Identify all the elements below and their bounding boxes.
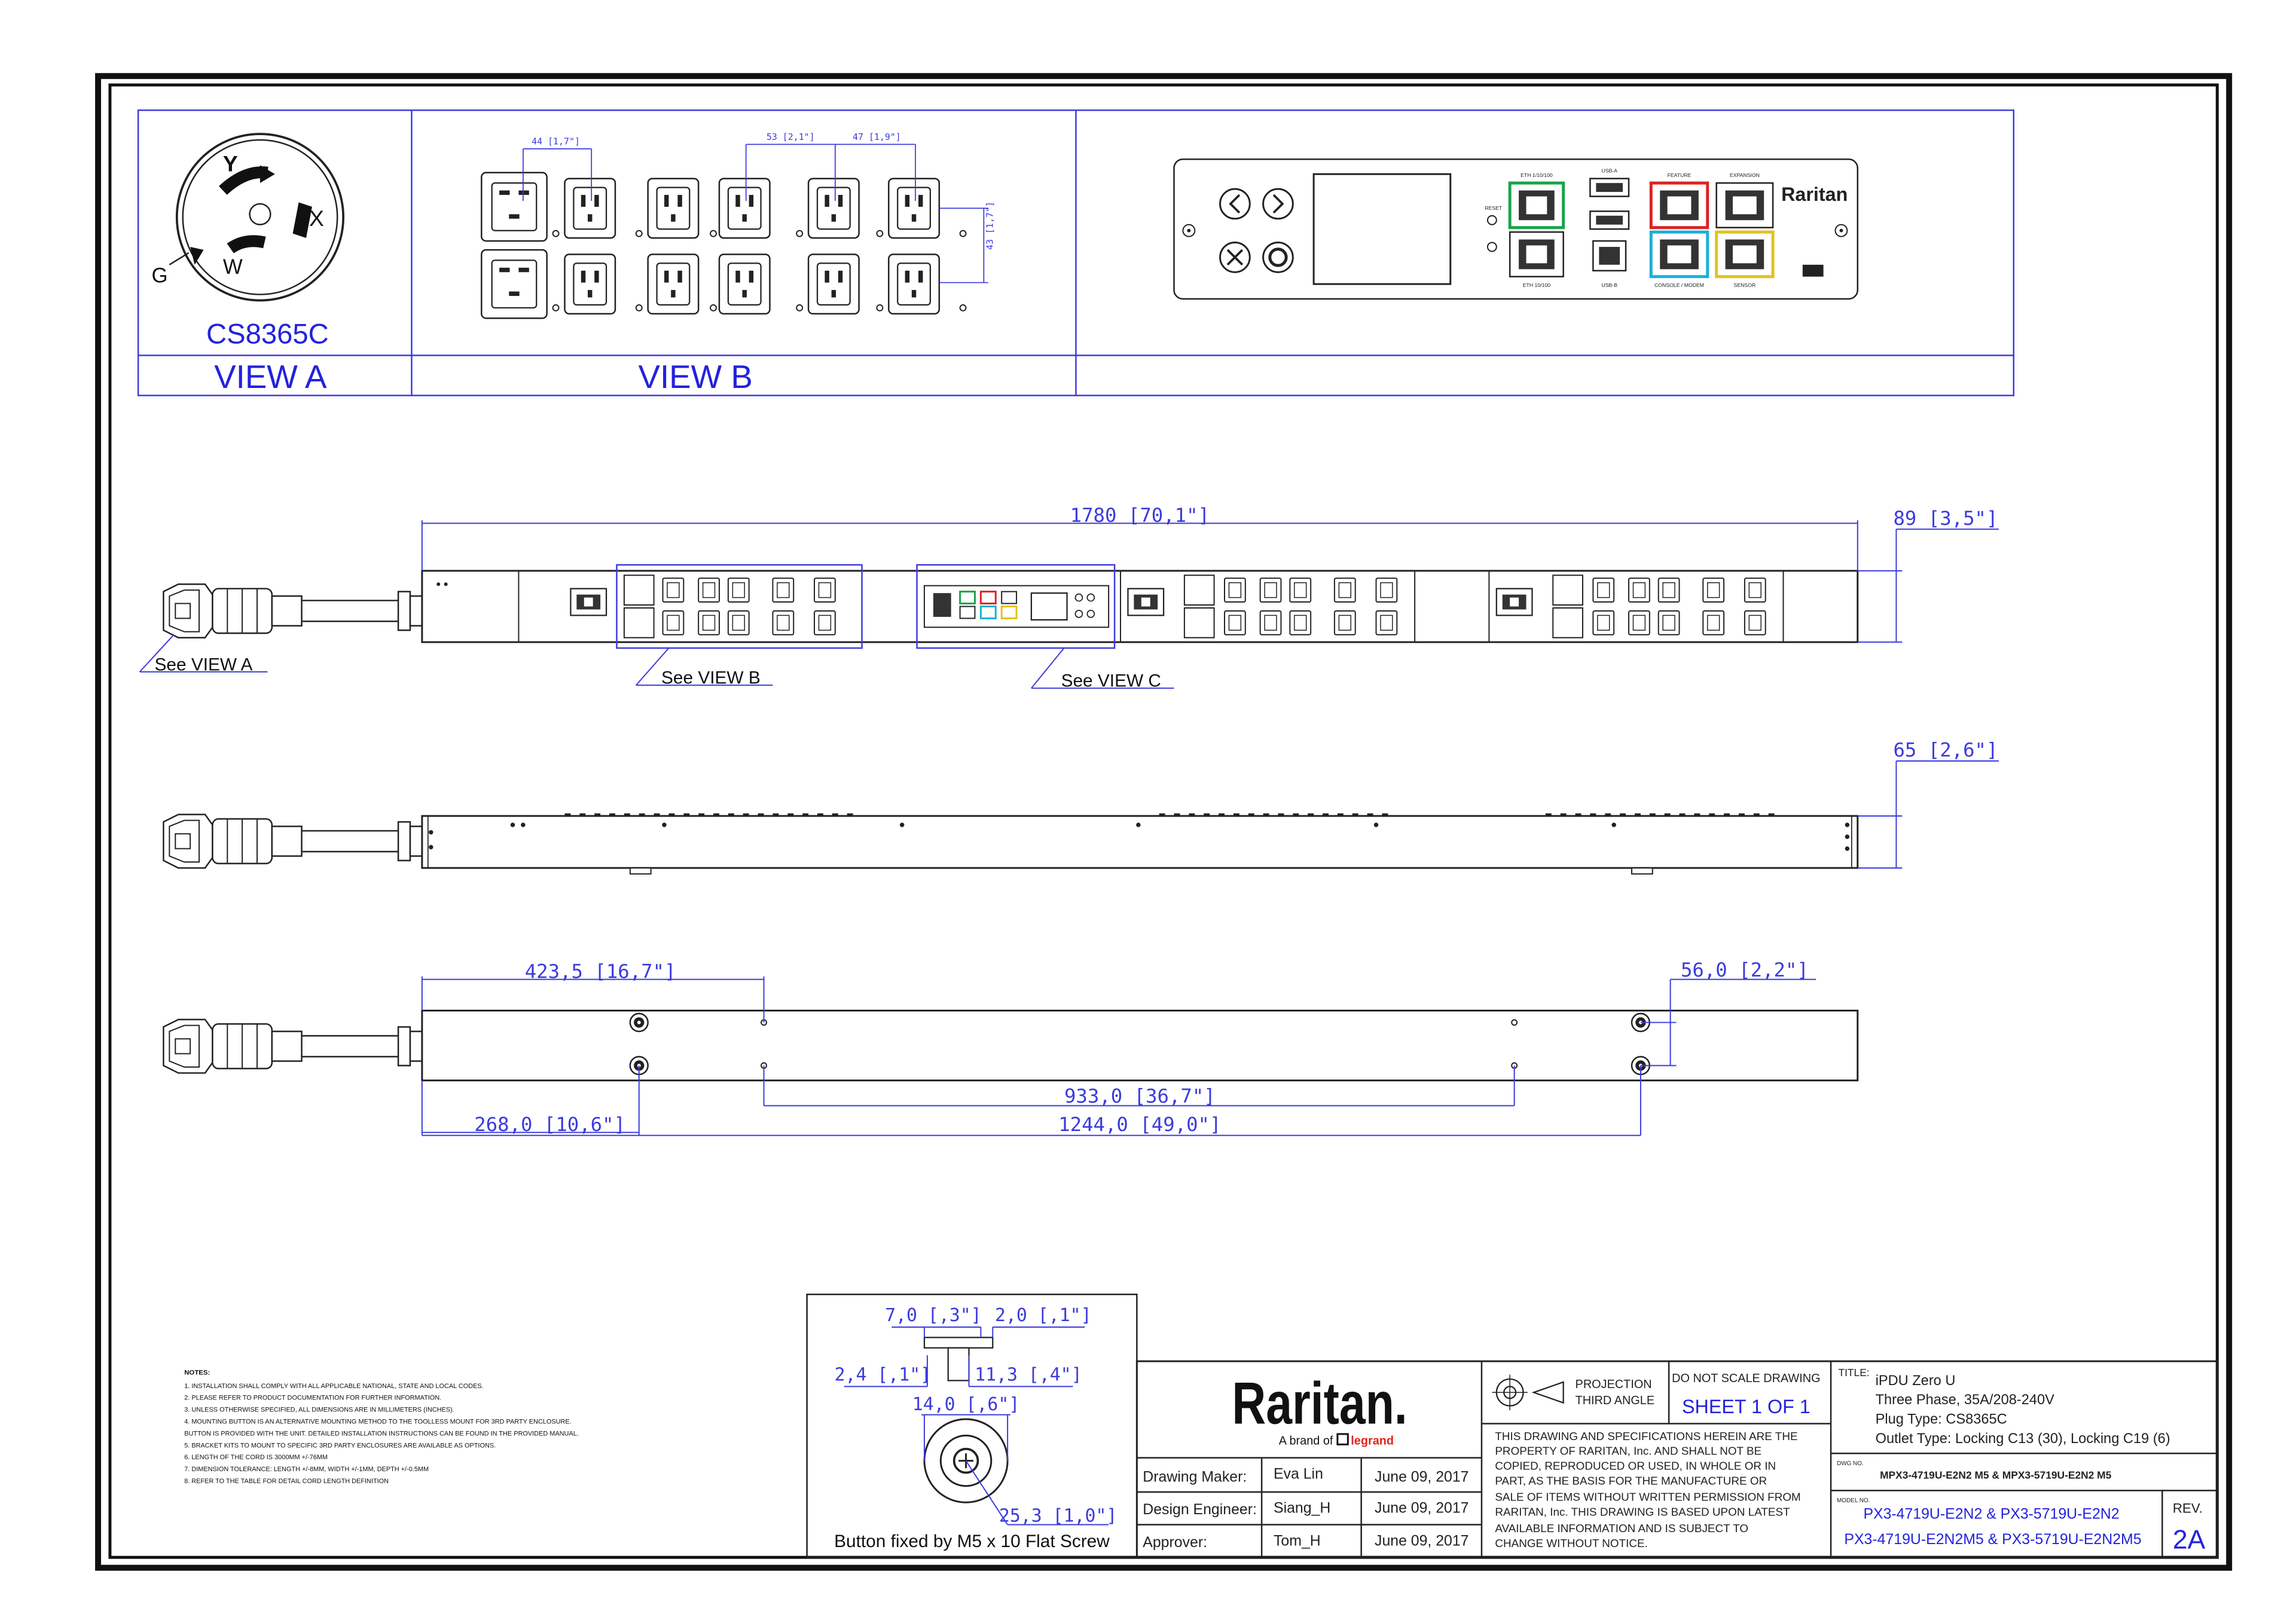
row-name: Siang_H (1274, 1500, 1330, 1517)
title-label: TITLE: (1838, 1367, 1869, 1379)
dim-back-top-left: 423,5 [16,7"] (525, 960, 676, 983)
model-no-2: PX3-4719U-E2N2M5 & PX3-5719U-E2N2M5 (1844, 1532, 2141, 1548)
rev-value: 2A (2173, 1525, 2206, 1554)
dim-button-6: 25,3 [1,0"] (999, 1506, 1117, 1527)
row-date: June 09, 2017 (1375, 1500, 1468, 1517)
tagline-prefix: A brand of (1279, 1434, 1333, 1447)
eth1-label: ETH 1/10/100 (1521, 172, 1553, 178)
note-line: 1. INSTALLATION SHALL COMPLY WITH ALL AP… (184, 1383, 484, 1390)
raritan-logo: Raritan. (1232, 1371, 1407, 1437)
row-name: Tom_H (1274, 1533, 1321, 1549)
notes-title: NOTES: (184, 1369, 210, 1376)
disclaimer-line: SALE OF ITEMS WITHOUT WRITTEN PERMISSION… (1495, 1491, 1800, 1504)
note-line: 4. MOUNTING BUTTON IS AN ALTERNATIVE MOU… (184, 1419, 572, 1426)
view-b-label: VIEW B (639, 359, 753, 395)
note-line: 7. DIMENSION TOLERANCE: LENGTH +/-8MM, W… (184, 1466, 429, 1473)
row-role: Design Engineer: (1143, 1502, 1257, 1518)
legrand-icon (1336, 1433, 1349, 1445)
model-no-1: PX3-4719U-E2N2 & PX3-5719U-E2N2 (1863, 1506, 2119, 1523)
disclaimer-line: PROPERTY OF RARITAN, Inc. AND SHALL NOT … (1495, 1445, 1761, 1458)
rev-label: REV. (2173, 1501, 2203, 1516)
dwg-no-value: MPX3-4719U-E2N2 M5 & MPX3-5719U-E2N2 M5 (1880, 1469, 2112, 1481)
side-view (163, 760, 1999, 875)
do-not-scale: DO NOT SCALE DRAWING (1672, 1372, 1820, 1385)
dim-button-5: 14,0 [,6"] (912, 1394, 1020, 1415)
title-line: Plug Type: CS8365C (1876, 1412, 2007, 1428)
disclaimer-line: RARITAN, Inc. THIS DRAWING IS BASED UPON… (1495, 1506, 1790, 1519)
usb-a-label: USB-A (1601, 168, 1617, 174)
dim-button-3: 2,4 [,1"] (835, 1364, 932, 1385)
expansion-label: EXPANSION (1730, 172, 1760, 178)
disclaimer-line: CHANGE WITHOUT NOTICE. (1495, 1538, 1648, 1550)
row-date: June 09, 2017 (1375, 1533, 1468, 1549)
outer-border (95, 73, 2233, 1571)
row-role: Approver: (1143, 1535, 1207, 1551)
note-line: 3. UNLESS OTHERWISE SPECIFIED, ALL DIMEN… (184, 1407, 454, 1414)
dim-button-4: 11,3 [,4"] (975, 1364, 1082, 1385)
dim-overall-depth: 89 [3,5"] (1893, 507, 1998, 530)
front-view (139, 520, 1999, 689)
title-line: Outlet Type: Locking C13 (30), Locking C… (1876, 1431, 2170, 1447)
button-detail (806, 1294, 1138, 1558)
dim-back-bottom-left: 268,0 [10,6"] (474, 1113, 625, 1136)
note-line: 6. LENGTH OF THE CORD IS 3000MM +/-76MM (184, 1454, 328, 1461)
view-a-label: VIEW A (214, 359, 327, 395)
dim-view-b-4: 43 [1,7"] (984, 201, 995, 250)
dim-back-bottom-mid: 1244,0 [49,0"] (1058, 1113, 1221, 1136)
title-line: iPDU Zero U (1876, 1373, 1956, 1389)
see-view-a: See VIEW A (154, 655, 252, 674)
dim-view-b-3: 47 [1,9"] (853, 132, 901, 142)
dwg-no-label: DWG NO. (1837, 1460, 1864, 1467)
button-caption: Button fixed by M5 x 10 Flat Screw (834, 1532, 1110, 1551)
sensor-label: SENSOR (1734, 282, 1756, 288)
note-line: 2. PLEASE REFER TO PRODUCT DOCUMENTATION… (184, 1395, 441, 1402)
row-name: Eva Lin (1274, 1466, 1323, 1482)
row-role: Drawing Maker: (1143, 1469, 1247, 1485)
back-view (163, 976, 1859, 1136)
sheet-number: SHEET 1 OF 1 (1682, 1396, 1810, 1417)
pin-x-label: X (309, 206, 324, 231)
outlet-group-view (481, 143, 988, 319)
feature-label: FEATURE (1668, 172, 1692, 178)
dim-overall-length: 1780 [70,1"] (1070, 504, 1210, 527)
notes-block: NOTES: 1. INSTALLATION SHALL COMPLY WITH… (184, 1369, 579, 1484)
reset-label: RESET (1485, 205, 1503, 211)
dim-view-b-1: 44 [1,7"] (532, 136, 580, 147)
note-line: 8. REFER TO THE TABLE FOR DETAIL CORD LE… (184, 1478, 389, 1485)
dim-width: 65 [2,6"] (1893, 739, 1998, 762)
tagline-brand: legrand (1351, 1434, 1394, 1447)
console-label: CONSOLE / MODEM (1654, 282, 1704, 288)
dim-button-2: 2,0 [,1"] (995, 1305, 1092, 1326)
pin-w-label: W (223, 256, 243, 279)
title-line: Three Phase, 35A/208-240V (1876, 1392, 2055, 1408)
dim-back-top-right: 56,0 [2,2"] (1681, 958, 1809, 981)
projection-angle: THIRD ANGLE (1576, 1394, 1655, 1407)
note-line: BUTTON IS PROVIDED WITH THE UNIT. DETAIL… (184, 1430, 579, 1437)
note-line: 5. BRACKET KITS TO MOUNT TO SPECIFIC 3RD… (184, 1442, 496, 1449)
views-frame (137, 109, 2015, 396)
dim-back-mid: 933,0 [36,7"] (1064, 1085, 1216, 1108)
eth2-label: ETH 10/100 (1523, 282, 1551, 288)
pin-g-label: G (152, 265, 168, 288)
disclaimer-line: THIS DRAWING AND SPECIFICATIONS HEREIN A… (1495, 1431, 1797, 1443)
title-block (1135, 1360, 2218, 1558)
dim-button-1: 7,0 [,3"] (885, 1305, 982, 1326)
see-view-c: See VIEW C (1061, 671, 1161, 691)
controller-panel (1173, 158, 1859, 300)
row-date: June 09, 2017 (1375, 1469, 1468, 1485)
dim-view-b-2: 53 [2,1"] (767, 132, 815, 142)
projection-label: PROJECTION (1576, 1378, 1652, 1391)
see-view-b: See VIEW B (661, 668, 761, 688)
pin-y-label: Y (223, 151, 238, 176)
disclaimer-line: AVAILABLE INFORMATION AND IS SUBJECT TO (1495, 1523, 1748, 1535)
controller-brand: Raritan (1781, 184, 1848, 205)
plug-face (169, 133, 344, 302)
disclaimer-line: COPIED, REPRODUCED OR USED, IN WHOLE OR … (1495, 1460, 1776, 1473)
model-no-label: MODEL NO. (1837, 1497, 1870, 1504)
usb-b-label: USB-B (1601, 282, 1617, 288)
disclaimer-line: PART, AS THE BASIS FOR THE MANUFACTURE O… (1495, 1475, 1767, 1487)
plug-model-label: CS8365C (206, 319, 329, 350)
